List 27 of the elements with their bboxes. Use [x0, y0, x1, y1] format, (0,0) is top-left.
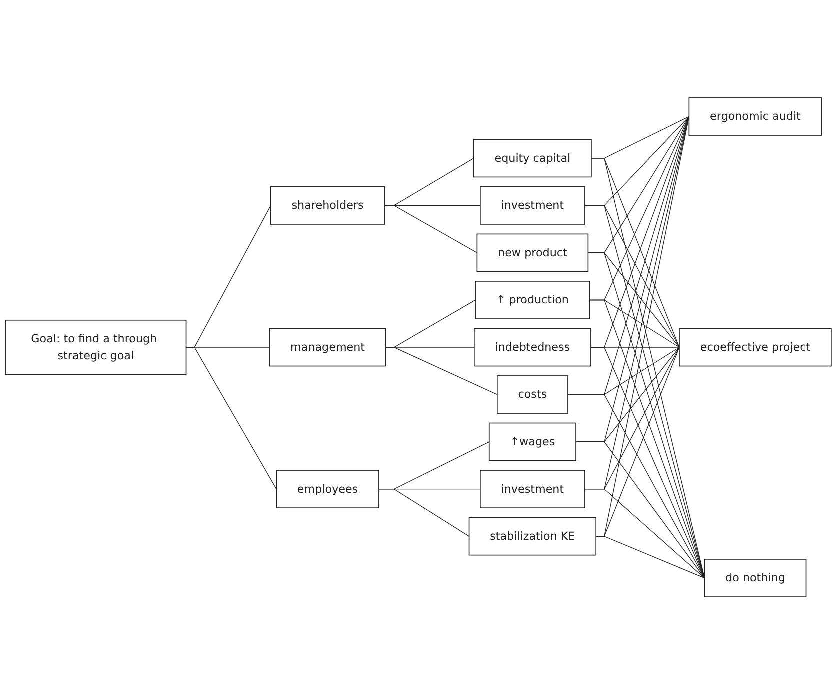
node-box: ↑ production [475, 281, 590, 320]
connector [590, 347, 706, 579]
connector [589, 300, 706, 579]
node-box: stabilization KE [468, 517, 597, 556]
node-box: investment [480, 470, 586, 508]
node-box: indebtedness [474, 328, 592, 367]
connector [591, 158, 706, 579]
node-box: costs [497, 376, 568, 414]
node-box: employees [276, 470, 380, 508]
node-box: Goal: to find a through strategic goal [5, 320, 187, 376]
node-box: shareholders [270, 186, 386, 225]
node-box: ↑wages [488, 422, 576, 462]
node-box: investment [480, 186, 586, 225]
node-box: do nothing [704, 559, 807, 598]
connector [378, 488, 470, 537]
node-box: equity capital [474, 139, 592, 178]
connector [384, 205, 478, 254]
node-box: management [269, 328, 386, 367]
connector [596, 536, 706, 579]
node-box: new product [476, 234, 589, 272]
node-box: ecoeffective project [679, 328, 832, 367]
connector [576, 442, 706, 579]
connector [186, 347, 277, 490]
node-box: ergonomic audit [688, 98, 822, 136]
connector [568, 394, 706, 579]
connector [584, 488, 706, 579]
connector [386, 347, 498, 396]
